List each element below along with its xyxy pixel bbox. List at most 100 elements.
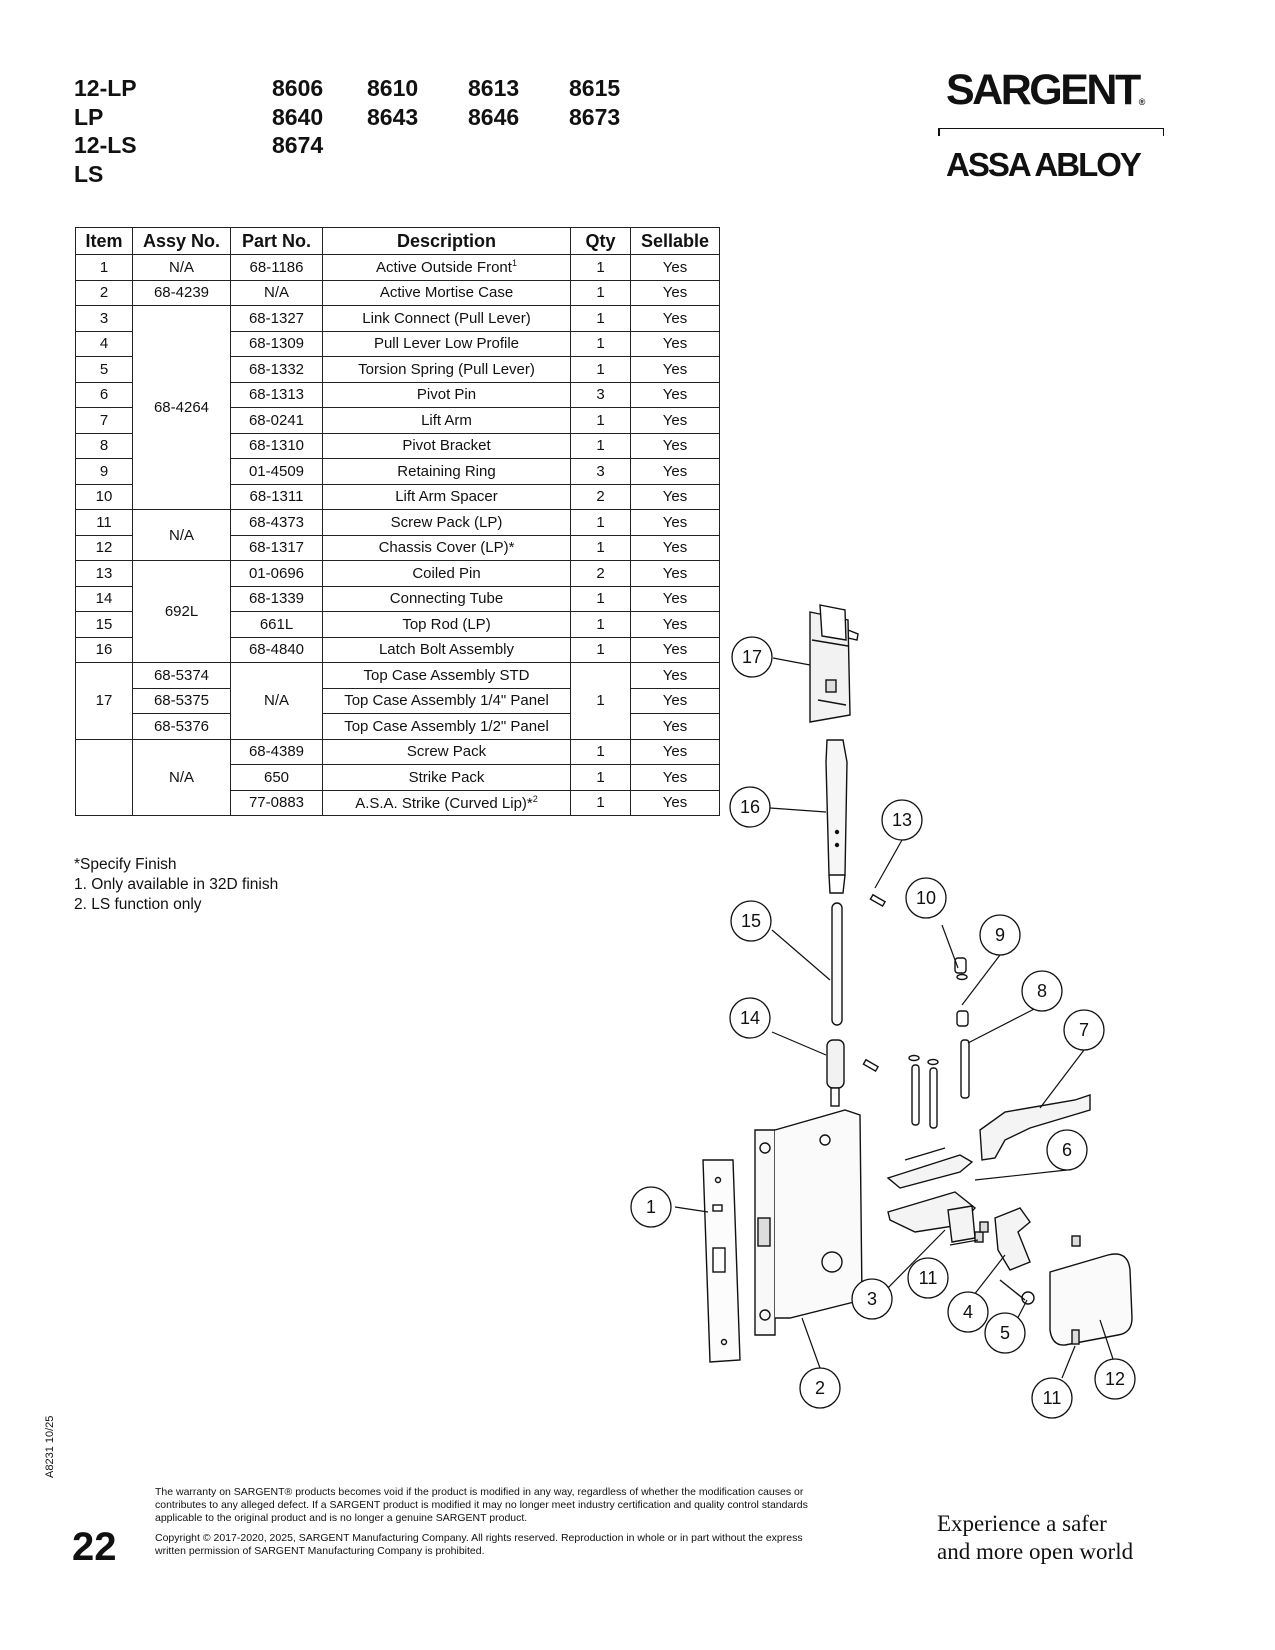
callout-circle: [729, 786, 771, 828]
footnote: *Specify Finish: [74, 856, 177, 873]
mortise-case-drawing: [754, 1109, 863, 1336]
callout-leaders: [674, 657, 1116, 1379]
function-column: 12-LP LP 12-LS LS: [74, 74, 137, 188]
model-number: 8673: [569, 103, 621, 130]
function-label: LP: [74, 103, 104, 130]
tagline: Experience a safer and more open world: [937, 1510, 1133, 1566]
warranty-text: The warranty on SARGENT® products become…: [155, 1486, 808, 1524]
model-number-column: 8610 8643: [367, 74, 418, 131]
callout-circle: [979, 914, 1021, 956]
callout-circle: [1046, 1129, 1088, 1171]
model-number-column: 8615 8673: [569, 74, 620, 131]
callout-circle: [947, 1291, 989, 1333]
assa-abloy-wordmark: ASSA ABLOY: [946, 146, 1142, 183]
callout-circle: [1063, 1009, 1105, 1051]
pivot-pins-drawing: [908, 957, 970, 1129]
model-number: 8674: [272, 132, 324, 158]
model-number: 8606: [272, 75, 324, 101]
top-rod-drawing: [831, 902, 843, 1026]
footnote: 2. LS function only: [74, 896, 202, 913]
top-case-assembly-drawing: [809, 604, 859, 723]
column-header: Assy No.: [132, 227, 231, 255]
link-connect-drawing: [947, 1205, 976, 1243]
logo-divider: [938, 128, 1164, 141]
callout-circle: [907, 1257, 949, 1299]
footnote: 1. Only available in 32D finish: [74, 876, 279, 893]
column-header: Part No.: [230, 227, 323, 255]
callout-circle: [729, 997, 771, 1039]
callout-label: 7: [1079, 1020, 1089, 1040]
callout-label: 2: [815, 1378, 825, 1398]
model-number-column: 8613 8646: [468, 74, 519, 131]
function-label: LS: [74, 160, 104, 187]
callout-circle: [799, 1367, 841, 1409]
callout-label: 3: [867, 1289, 877, 1309]
callout-circle: [630, 1186, 672, 1228]
callout-label: 17: [742, 647, 762, 667]
callout-label: 16: [740, 797, 760, 817]
callout-label: 4: [963, 1302, 973, 1322]
document-code: A8231 10/25: [44, 1415, 56, 1478]
model-number: 8610: [367, 75, 419, 101]
connecting-tube-drawing: [826, 1039, 880, 1107]
callout-circle: [1094, 1358, 1136, 1400]
footnotes: *Specify Finish 1. Only available in 32D…: [74, 855, 278, 915]
column-header: Sellable: [630, 227, 720, 255]
callout-label: 12: [1105, 1369, 1125, 1389]
table-header-row: Item Assy No. Part No. Description Qty S…: [75, 227, 720, 255]
model-number: 8615: [569, 75, 621, 101]
function-label: 12-LS: [74, 132, 137, 158]
pull-lever-drawing: [994, 1207, 1031, 1271]
lift-arm-drawing: [979, 1094, 1091, 1161]
model-number: 8646: [468, 103, 520, 130]
tagline-line: and more open world: [937, 1539, 1134, 1564]
callout-circle: [1031, 1377, 1073, 1419]
coiled-pin-drawing: [869, 893, 887, 908]
callout-label: 8: [1037, 981, 1047, 1001]
callout-circle: [881, 799, 923, 841]
callout-label: 5: [1000, 1323, 1010, 1343]
model-number: 8613: [468, 75, 520, 101]
torsion-spring-drawing: [999, 1279, 1035, 1305]
model-number-column: 8606 8640 8674: [272, 74, 323, 160]
column-header: Qty: [570, 227, 631, 255]
brand-logo: SARGENT® ASSA ABLOY: [938, 66, 1164, 183]
callout-circle: [905, 877, 947, 919]
callout-circle: [851, 1278, 893, 1320]
callout-label: 10: [916, 888, 936, 908]
tagline-line: Experience a safer: [937, 1511, 1107, 1536]
model-number: 8643: [367, 103, 419, 130]
callout-label: 6: [1062, 1140, 1072, 1160]
callout-label: 1: [646, 1197, 656, 1217]
function-label: 12-LP: [74, 75, 137, 101]
callout-circle: [984, 1312, 1026, 1354]
legal-notice: The warranty on SARGENT® products become…: [155, 1486, 815, 1565]
callout-circle: [731, 636, 773, 678]
model-number: 8640: [272, 103, 324, 130]
callout-label: 14: [740, 1008, 760, 1028]
page-number: 22: [72, 1525, 117, 1569]
column-header: Description: [322, 227, 571, 255]
screws-drawing: [974, 1221, 1081, 1345]
callout-label: 11: [919, 1268, 938, 1288]
parts-table: Item Assy No. Part No. Description Qty S…: [75, 227, 720, 816]
outside-front-drawing: [702, 1159, 741, 1363]
latch-bolt-drawing: [825, 739, 848, 894]
